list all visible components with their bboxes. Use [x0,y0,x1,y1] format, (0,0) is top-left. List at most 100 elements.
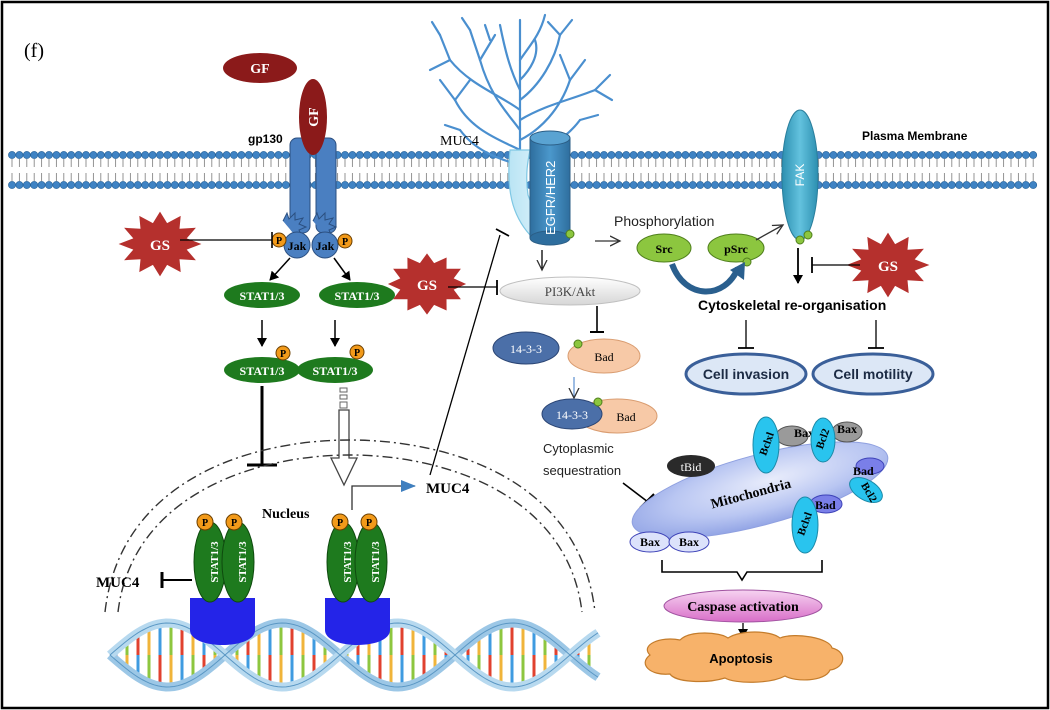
lipid-head [30,151,39,159]
lipid-head [415,181,423,189]
lipid-head [718,151,727,159]
lipid-head [725,151,734,159]
phospho-label-jak-right: P [342,237,348,248]
lipid-head [126,151,135,159]
gf-bound-label: GF [307,107,322,126]
lipid-head [955,151,964,159]
lipid-head [341,181,349,189]
lipid-head [422,151,431,159]
lipid-head [119,181,127,189]
lipid-head [644,181,653,189]
lipid-head [600,181,608,189]
lipid-head [585,181,594,189]
caspase-label: Caspase activation [687,600,799,615]
jak-left-label: Jak [288,239,307,253]
lipid-head [15,181,24,189]
lipid-head [999,181,1008,189]
stat-row-top [224,282,395,308]
lipid-head [970,151,978,159]
lipid-head [1007,151,1015,159]
egfr-her2-receptor [529,130,575,246]
lipid-head [1021,181,1030,189]
muc4-membrane-label: MUC4 [440,134,479,149]
stat-dimer-right [326,513,388,603]
lipid-head [82,151,90,159]
lipid-head [355,151,364,159]
phospho-label-jak-left: P [276,236,282,247]
lipid-head [215,151,224,159]
bcl2-right [849,477,883,503]
lipid-head [474,151,483,159]
lipid-head [348,181,357,189]
gs-inhibitors [118,211,930,315]
lipid-head [141,151,150,159]
lipid-head [156,151,164,159]
lipid-head [896,181,904,189]
pi3k-to-bad-inhibition [590,306,604,333]
lipid-head [947,181,956,189]
lipid-head [918,151,927,159]
lipid-head [585,151,594,159]
lipid-head [481,181,490,189]
apoptosis-label: Apoptosis [709,651,773,666]
lipid-head [600,151,608,159]
lipid-head [392,151,401,159]
lipid-head [659,151,668,159]
lipid-head [859,181,867,189]
lipid-head [748,151,756,159]
lipid-head [274,151,283,159]
lipid-head [896,151,904,159]
lipid-head [651,151,660,159]
nuclear-envelope-outer [104,439,596,613]
lipid-head [74,151,83,159]
lipid-head [37,151,46,159]
lipid-head [748,181,756,189]
lipid-head [415,151,423,159]
lipid-head [866,181,875,189]
lipid-head [267,151,275,159]
gs-label-jak: GS [150,238,170,254]
lipid-head [156,181,164,189]
bad-right-cap [855,457,885,475]
lipid-head [22,151,31,159]
nucleus-label: Nucleus [262,507,310,522]
gf-bound-ligand [299,79,327,155]
jak-kinases [282,211,339,259]
lipid-head [607,181,616,189]
lipid-head [74,181,83,189]
gf-free-label: GF [250,62,269,77]
gs-label-fak: GS [878,259,898,275]
lipid-head [933,181,941,189]
lipid-head [977,181,986,189]
lipid-head [193,151,201,159]
lipid-head [385,151,394,159]
bad-label-2: Bad [616,410,635,424]
bcl2-top [810,417,836,463]
lipid-head [163,151,172,159]
lipid-head [703,181,712,189]
lipid-head [607,151,616,159]
lipid-head [718,181,727,189]
lipid-head [614,151,623,159]
lipid-head [681,181,690,189]
plasma-membrane [8,151,1038,189]
pi3k-akt-label: PI3K/Akt [545,284,596,299]
lipid-head [474,181,483,189]
lipid-head [170,151,179,159]
lipid-head [185,151,194,159]
lipid-head [178,181,187,189]
bax-bottom-right [668,531,710,553]
phospho-label-stat-left: P [280,349,286,360]
lipid-head [422,181,431,189]
lipid-head [770,151,779,159]
dna-binding-platform-left [190,598,255,645]
lipid-head [622,181,631,189]
lipid-head [999,151,1008,159]
gp130-label: gp130 [248,132,283,146]
lipid-head [407,151,416,159]
lipid-head [681,151,690,159]
lipid-head [259,151,268,159]
lipid-head [933,151,941,159]
dna-binding-platform-right [325,598,390,645]
